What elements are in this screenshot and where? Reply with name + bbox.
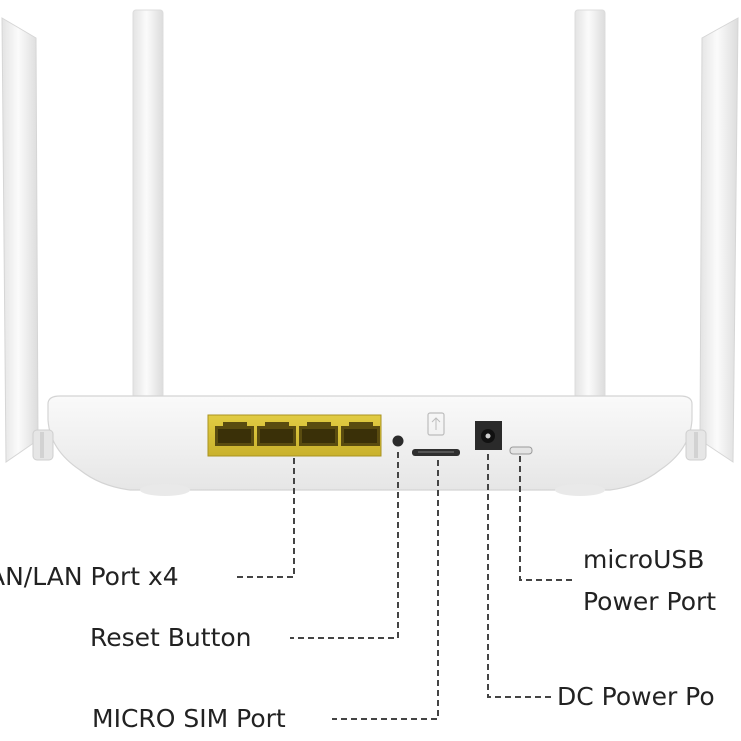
dc-power-jack: [475, 421, 502, 450]
ethernet-jack: [257, 422, 296, 446]
leader-line-microusb: [519, 456, 576, 581]
hinge-right: [685, 429, 707, 461]
ethernet-jack: [215, 422, 254, 446]
ethernet-jack: [341, 422, 380, 446]
leader-line-sim: [332, 460, 439, 720]
antenna-right-inner: [574, 9, 606, 459]
microusb-label-line1: microUSB: [583, 545, 705, 574]
sim-slot: [412, 412, 460, 456]
reset-button-hole: [392, 435, 404, 447]
lan-wan-ports: [207, 414, 382, 457]
antenna-left-inner: [132, 9, 164, 459]
hinge-left: [32, 429, 54, 461]
leader-line-dc: [487, 454, 552, 698]
wan-lan-port-label: AN/LAN Port x4: [0, 562, 179, 591]
leader-lines: [234, 452, 576, 720]
microusb-port: [509, 446, 533, 455]
dc-power-port-label: DC Power Po: [557, 682, 715, 711]
micro-sim-port-label: MICRO SIM Port: [92, 704, 286, 733]
antenna-left-outer: [1, 17, 39, 463]
leader-line-reset: [290, 452, 399, 639]
reset-button-label: Reset Button: [90, 623, 252, 652]
microusb-label-line2: Power Port: [583, 587, 717, 616]
ethernet-jack: [299, 422, 338, 446]
antenna-right-outer: [699, 17, 739, 463]
